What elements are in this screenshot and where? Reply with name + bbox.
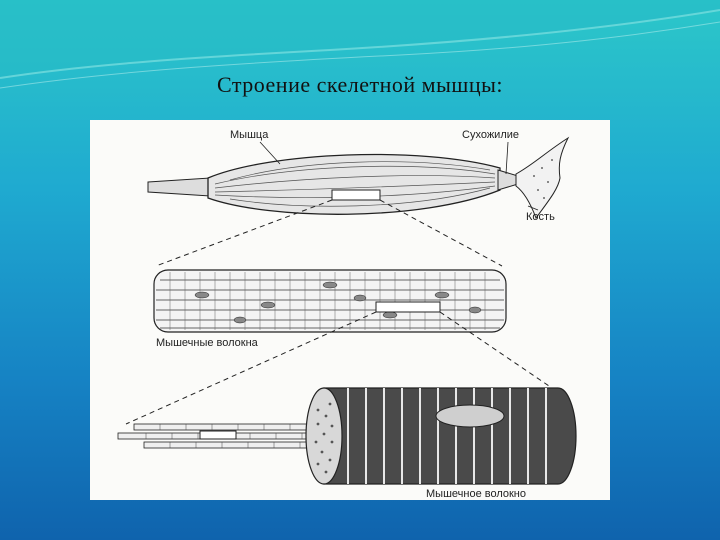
label-muscle-fibers: Мышечные волокна bbox=[156, 337, 259, 349]
slide-title: Строение скелетной мышцы: bbox=[217, 72, 503, 97]
label-muscle: Мышца bbox=[230, 129, 269, 141]
single-muscle-fiber: Мышечное волокно bbox=[117, 387, 577, 500]
nucleus-shape bbox=[435, 404, 505, 428]
decorative-wave bbox=[0, 0, 720, 89]
zoom-connector-2 bbox=[125, 311, 553, 425]
label-bone: Кость bbox=[526, 211, 555, 223]
muscle-fiber-bundle: Мышечные волокна bbox=[153, 269, 507, 349]
muscle-structure-diagram: Мышца Сухожилие Кость bbox=[117, 129, 577, 500]
zoom-connector-1 bbox=[155, 199, 503, 267]
whole-muscle: Мышца Сухожилие Кость bbox=[147, 129, 570, 223]
label-tendon: Сухожилие bbox=[462, 129, 519, 141]
muscle-structure-figure: Мышца Сухожилие Кость bbox=[90, 120, 610, 500]
label-muscle-fiber: Мышечное волокно bbox=[426, 488, 526, 500]
